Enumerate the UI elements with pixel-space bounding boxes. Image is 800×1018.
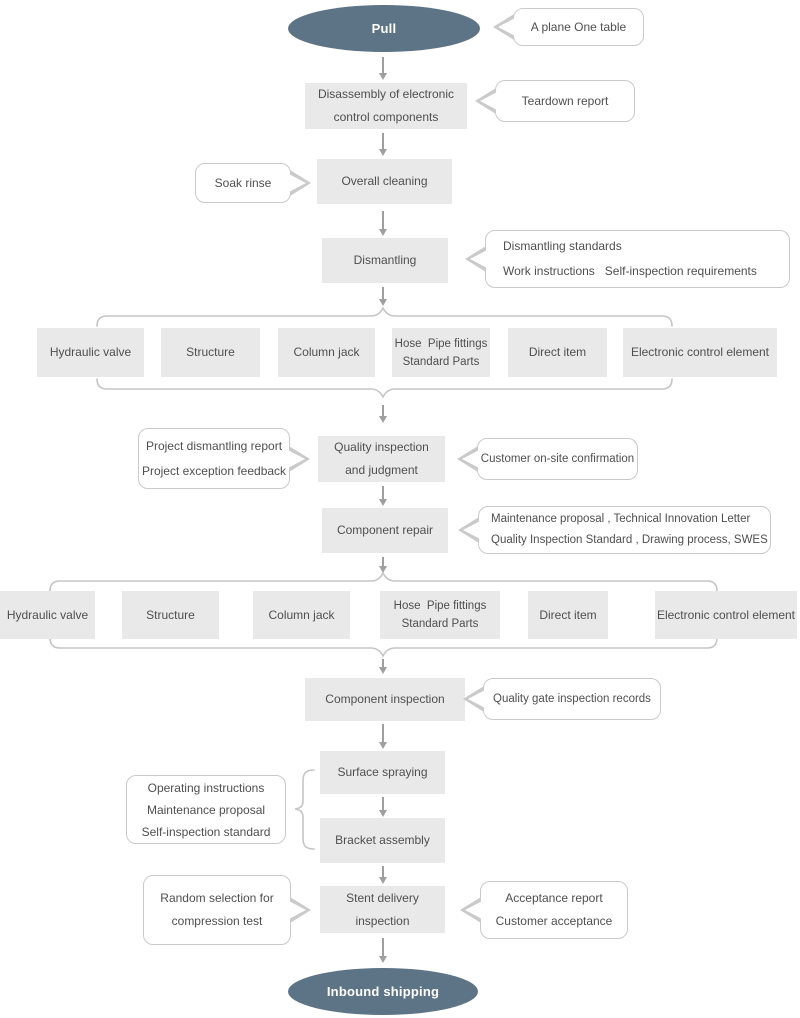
callout-acceptance: Acceptance report Customer acceptance (460, 881, 628, 939)
flow-arrow-3 (382, 211, 384, 229)
flow-arrow-6 (382, 486, 384, 499)
callout-plane-table: A plane One table (493, 8, 644, 46)
callout-tail (463, 520, 482, 540)
callout-quality-gate-text: Quality gate inspection records (493, 693, 651, 705)
flow-arrow-9 (382, 724, 384, 742)
callout-tail (465, 900, 484, 920)
callout-tail (468, 689, 487, 709)
step-component-repair: Component repair (322, 508, 448, 553)
row1-top-brace (96, 306, 673, 327)
callout-acceptance-text: Acceptance report Customer acceptance (495, 891, 613, 928)
row1-hose-fittings-label: Hose Pipe fittings Standard Parts (394, 337, 488, 368)
step-bracket-assembly-label: Bracket assembly (335, 833, 430, 847)
callout-tail (287, 900, 306, 920)
flow-arrow-4 (382, 287, 384, 299)
callout-soak-rinse-text: Soak rinse (214, 176, 272, 190)
row2-hose-fittings-label: Hose Pipe fittings Standard Parts (393, 600, 487, 630)
row1-hose-fittings: Hose Pipe fittings Standard Parts (392, 328, 490, 377)
flow-arrow-1 (382, 57, 384, 73)
row2-direct-item: Direct item (528, 591, 608, 639)
callout-tail (287, 173, 306, 193)
callout-random-test: Random selection for compression test (143, 875, 311, 945)
flow-arrow-8 (382, 659, 384, 667)
callout-random-test-text: Random selection for compression test (160, 891, 274, 928)
step-quality-inspection-label: Quality inspection and judgment (334, 440, 429, 477)
flow-arrow-10 (382, 797, 384, 810)
step-overall-cleaning: Overall cleaning (317, 159, 452, 204)
step-disassembly: Disassembly of electronic control compon… (305, 83, 467, 129)
row1-electronic-control: Electronic control element (623, 328, 777, 377)
callout-project-feedback: Project dismantling report Project excep… (138, 428, 310, 489)
end-node-label: Inbound shipping (326, 984, 440, 999)
callout-plane-table-text: A plane One table (530, 20, 627, 34)
end-node: Inbound shipping (288, 968, 478, 1015)
row2-structure-label: Structure (146, 607, 195, 622)
row2-column-jack-label: Column jack (268, 607, 335, 622)
callout-tail (462, 449, 481, 469)
flow-arrow-11 (382, 866, 384, 877)
step-surface-spraying-label: Surface spraying (337, 765, 428, 779)
row1-hydraulic-valve: Hydraulic valve (37, 328, 144, 377)
row2-electronic-control-label: Electronic control element (656, 607, 796, 622)
start-node: Pull (288, 5, 480, 52)
step-component-inspection: Component inspection (305, 678, 465, 721)
callout-tail (286, 448, 305, 469)
row1-electronic-control-label: Electronic control element (630, 345, 770, 359)
row1-direct-item-label: Direct item (528, 345, 587, 359)
callout-tail (498, 17, 517, 37)
flow-arrow-12 (382, 938, 384, 956)
row2-direct-item-label: Direct item (539, 607, 597, 622)
row1-structure: Structure (161, 328, 260, 377)
callout-maintenance-docs: Maintenance proposal , Technical Innovat… (458, 506, 771, 554)
step-component-inspection-label: Component inspection (325, 692, 445, 706)
callout-tail (470, 249, 489, 269)
step-stent-delivery-label: Stent delivery inspection (346, 890, 419, 928)
flow-arrow-5 (382, 405, 384, 416)
callout-customer-confirmation: Customer on-site confirmation (457, 438, 638, 480)
step-dismantling-label: Dismantling (353, 253, 417, 267)
callout-tail (480, 91, 499, 111)
callout-dismantling-docs: Dismantling standards Work instructions … (465, 230, 790, 288)
row1-hydraulic-valve-label: Hydraulic valve (49, 345, 132, 359)
callout-teardown-report-text: Teardown report (521, 94, 609, 108)
docs-curly-brace (294, 769, 315, 850)
flow-arrow-7 (382, 557, 384, 566)
row2-hose-fittings: Hose Pipe fittings Standard Parts (380, 591, 500, 639)
row2-hydraulic-valve: Hydraulic valve (0, 591, 95, 639)
step-dismantling: Dismantling (322, 238, 448, 283)
row1-direct-item: Direct item (508, 328, 607, 377)
callout-operating-docs-text: Operating instructions Maintenance propo… (141, 780, 271, 839)
step-component-repair-label: Component repair (336, 523, 434, 537)
start-node-label: Pull (371, 21, 397, 36)
row2-electronic-control: Electronic control element (655, 591, 797, 639)
step-quality-inspection: Quality inspection and judgment (318, 436, 445, 482)
callout-dismantling-docs-text: Dismantling standards Work instructions … (503, 239, 757, 278)
callout-soak-rinse: Soak rinse (195, 163, 311, 203)
callout-operating-docs: Operating instructions Maintenance propo… (126, 775, 286, 844)
row1-column-jack: Column jack (278, 328, 375, 377)
callout-teardown-report: Teardown report (475, 80, 635, 122)
flow-arrow-2 (382, 133, 384, 149)
step-disassembly-label: Disassembly of electronic control compon… (317, 87, 455, 124)
row2-bottom-brace (49, 637, 718, 658)
step-surface-spraying: Surface spraying (320, 751, 445, 794)
step-overall-cleaning-label: Overall cleaning (341, 174, 428, 188)
callout-customer-confirmation-text: Customer on-site confirmation (480, 453, 635, 465)
row2-top-brace (49, 571, 718, 592)
callout-project-feedback-text: Project dismantling report Project excep… (141, 438, 287, 478)
row1-structure-label: Structure (186, 345, 235, 359)
step-bracket-assembly: Bracket assembly (320, 818, 445, 863)
row1-column-jack-label: Column jack (293, 345, 360, 359)
row2-column-jack: Column jack (253, 591, 350, 639)
step-stent-delivery: Stent delivery inspection (320, 886, 445, 933)
callout-quality-gate: Quality gate inspection records (463, 678, 661, 720)
row2-hydraulic-valve-label: Hydraulic valve (6, 607, 89, 622)
row2-structure: Structure (122, 591, 219, 639)
callout-maintenance-docs-text: Maintenance proposal , Technical Innovat… (491, 513, 768, 546)
row1-bottom-brace (96, 378, 673, 399)
